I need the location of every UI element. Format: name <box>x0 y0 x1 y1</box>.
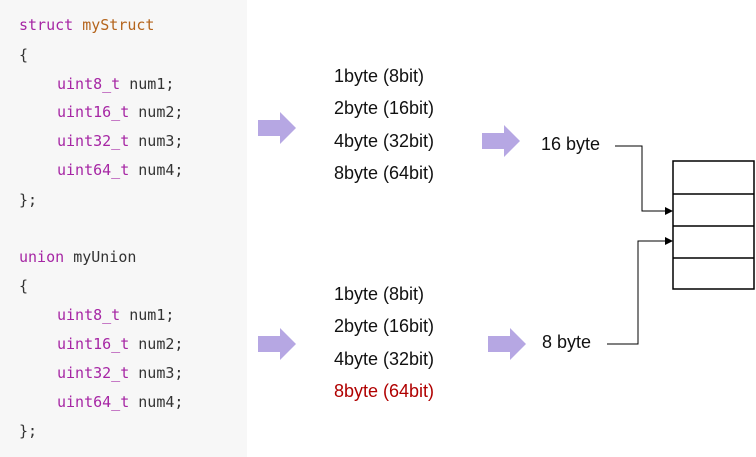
struct-declaration: struct myStruct <box>19 15 154 35</box>
field-name: num1; <box>129 306 175 324</box>
memory-block <box>672 160 755 290</box>
struct-size-item: 1byte (8bit) <box>334 66 425 86</box>
struct-size-item: 8byte (64bit) <box>334 163 435 183</box>
field-type: uint64_t <box>57 161 130 179</box>
memory-block-outline <box>672 160 755 290</box>
struct-field: uint16_t num2; <box>57 102 183 122</box>
field-name: num2; <box>138 103 184 121</box>
union-size-item-highlighted: 8byte (64bit) <box>334 381 435 401</box>
struct-size-item: 2byte (16bit) <box>334 98 435 118</box>
union-size-item: 2byte (16bit) <box>334 316 435 336</box>
struct-open-brace: { <box>19 46 29 64</box>
field-name: num3; <box>138 364 184 382</box>
union-declaration: union myUnion <box>19 247 136 267</box>
connector-arrowhead-icon <box>665 237 673 245</box>
struct-name: myStruct <box>82 16 155 34</box>
union-name: myUnion <box>73 248 137 266</box>
struct-field: uint32_t num3; <box>57 131 183 151</box>
field-name: num4; <box>138 161 184 179</box>
union-result-arrow-icon <box>488 328 526 360</box>
union-open-brace: { <box>19 277 29 295</box>
struct-result-arrow-icon <box>482 125 520 157</box>
field-type: uint32_t <box>57 364 130 382</box>
struct-close-brace: }; <box>19 191 38 209</box>
union-field: uint8_t num1; <box>57 305 174 325</box>
union-size-item: 4byte (32bit) <box>334 349 435 369</box>
union-close-brace: }; <box>19 422 38 440</box>
union-total-size: 8 byte <box>542 332 592 352</box>
field-type: uint8_t <box>57 75 121 93</box>
union-right-arrow-icon <box>258 328 296 360</box>
connector-arrowhead-icon <box>665 207 673 215</box>
union-field: uint32_t num3; <box>57 363 183 383</box>
struct-size-item: 4byte (32bit) <box>334 131 435 151</box>
union-keyword: union <box>19 248 65 266</box>
field-type: uint64_t <box>57 393 130 411</box>
struct-total-size: 16 byte <box>541 134 601 154</box>
union-connector <box>607 237 673 345</box>
field-name: num3; <box>138 132 184 150</box>
field-type: uint32_t <box>57 132 130 150</box>
union-field: uint64_t num4; <box>57 392 183 412</box>
struct-field: uint8_t num1; <box>57 74 174 94</box>
field-name: num4; <box>138 393 184 411</box>
field-type: uint16_t <box>57 335 130 353</box>
field-name: num1; <box>129 75 175 93</box>
field-name: num2; <box>138 335 184 353</box>
struct-connector <box>615 145 673 215</box>
field-type: uint16_t <box>57 103 130 121</box>
struct-keyword: struct <box>19 16 74 34</box>
field-type: uint8_t <box>57 306 121 324</box>
code-panel <box>0 0 247 457</box>
union-field: uint16_t num2; <box>57 334 183 354</box>
struct-right-arrow-icon <box>258 112 296 144</box>
struct-field: uint64_t num4; <box>57 160 183 180</box>
union-size-item: 1byte (8bit) <box>334 284 425 304</box>
